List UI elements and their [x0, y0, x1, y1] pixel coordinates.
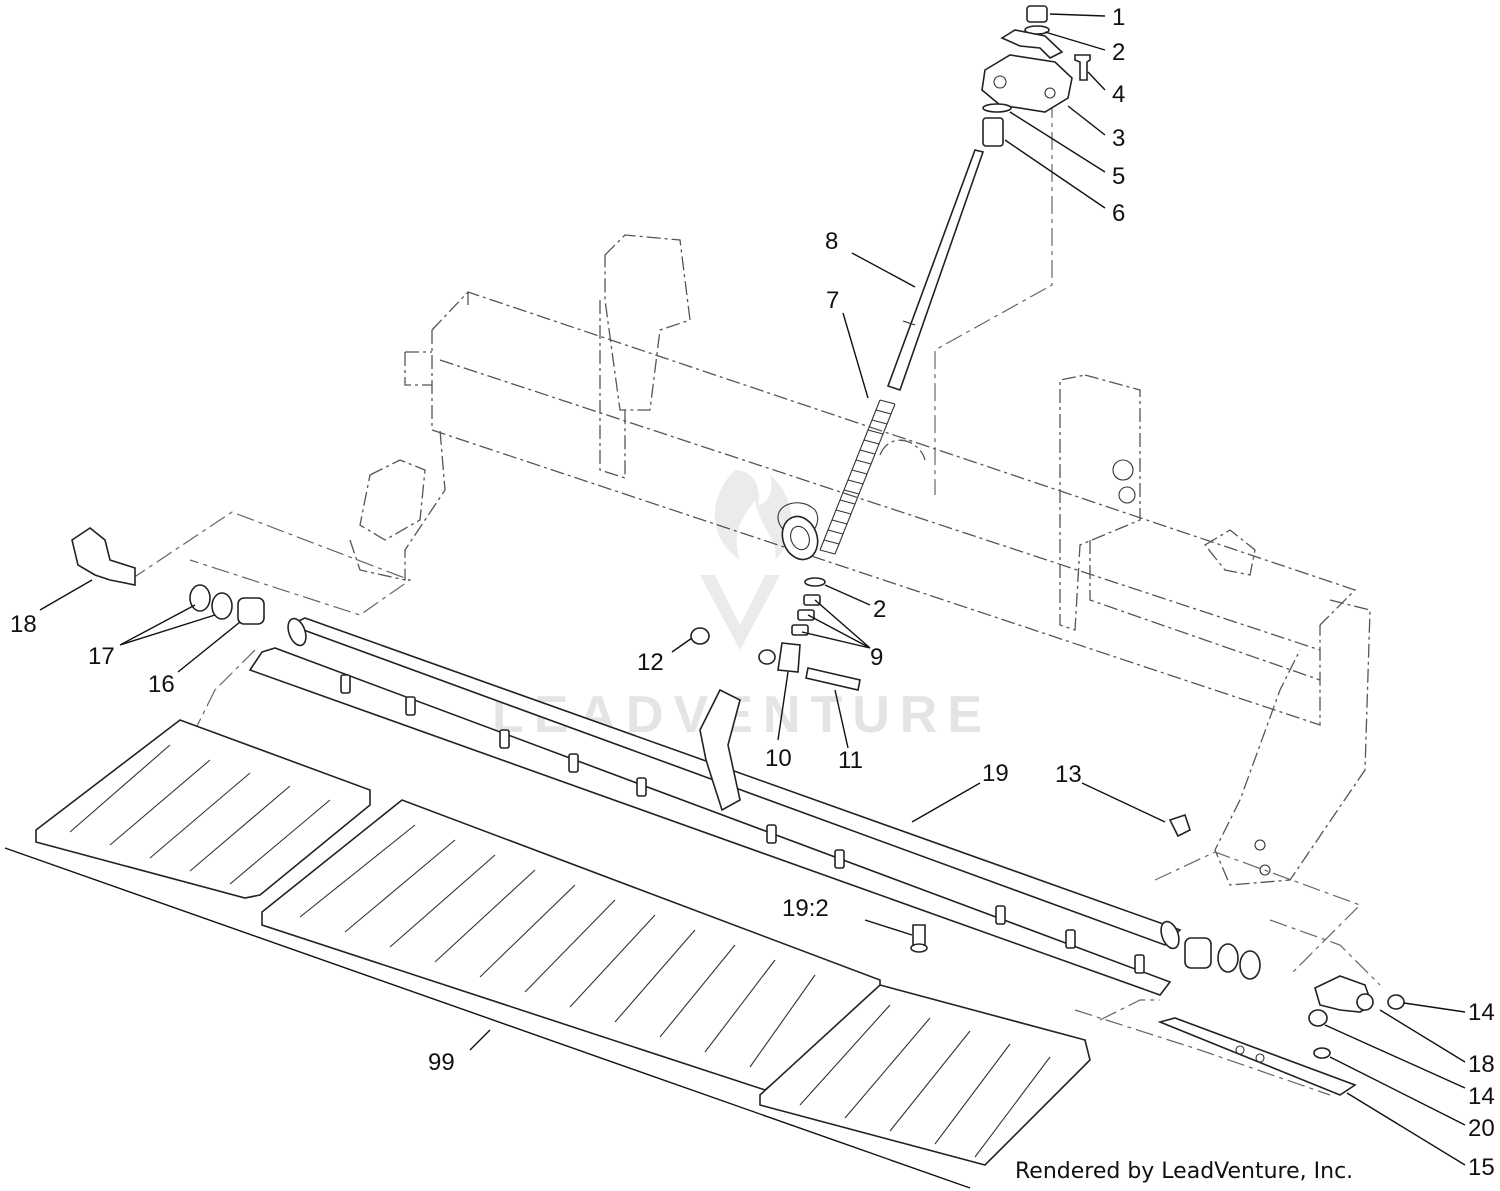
pin-bolt	[805, 667, 861, 691]
callout-5: 5	[1112, 163, 1125, 190]
callout-10: 10	[765, 745, 792, 772]
plate-hole	[1044, 87, 1056, 99]
assembly-lines	[129, 100, 1381, 1096]
bar-pins	[340, 674, 1145, 974]
callout-13: 13	[1055, 761, 1082, 788]
assembly-99-bracket	[4, 847, 971, 1189]
callout-3: 3	[1112, 125, 1125, 152]
callout-2: 2	[1112, 39, 1125, 66]
right-end-hardware	[910, 813, 1405, 1096]
bushing-right	[1184, 937, 1212, 969]
callout-9: 9	[870, 644, 883, 671]
callout-4: 4	[1112, 81, 1125, 108]
callout-1: 1	[1112, 4, 1125, 31]
callout-14-upper: 14	[1468, 999, 1495, 1026]
washer-left	[189, 584, 211, 612]
scraper-plate	[1157, 1017, 1357, 1096]
callout-99: 99	[428, 1049, 455, 1076]
washer-right	[1239, 950, 1261, 980]
plate-hole	[993, 75, 1007, 89]
callout-8: 8	[825, 228, 838, 255]
callout-14-lower: 14	[1468, 1083, 1495, 1110]
frame-hole	[1259, 864, 1271, 876]
mower-frame-phantom	[349, 234, 1371, 886]
callout-18-left: 18	[10, 611, 37, 638]
nut	[758, 649, 776, 665]
callout-16: 16	[148, 671, 175, 698]
callout-7: 7	[826, 287, 839, 314]
callout-17: 17	[88, 643, 115, 670]
callout-19: 19	[982, 760, 1009, 787]
left-end-hardware	[71, 527, 265, 625]
flame-logo-icon	[714, 470, 792, 560]
rake-section-right	[759, 984, 1091, 1166]
watermark: LEADVENTURE	[492, 470, 982, 744]
ring	[982, 103, 1012, 113]
washer-left	[211, 592, 233, 620]
bushing-left	[237, 597, 265, 625]
lever-handle	[1000, 29, 1064, 59]
callout-12: 12	[637, 649, 664, 676]
callout-11: 11	[838, 747, 863, 774]
callout-15: 15	[1468, 1154, 1495, 1181]
lower-washers	[690, 577, 861, 691]
callout-labels: 1 2 4 3 5 6 8 7 18 17 16 2 12 9 10 11 19…	[10, 4, 1495, 1181]
nut-12	[690, 627, 710, 645]
knob-cap	[1026, 5, 1048, 23]
callout-6: 6	[1112, 200, 1125, 227]
washer-right	[1217, 943, 1239, 973]
callout-2-lower: 2	[873, 596, 886, 623]
rocker-shaft	[287, 617, 1182, 950]
nut-14	[1387, 994, 1405, 1010]
nut-14b	[1308, 1009, 1328, 1027]
spacer	[982, 117, 1004, 147]
trunnion-block	[777, 642, 801, 673]
frame-hole	[1112, 459, 1134, 481]
callout-18-right: 18	[1468, 1051, 1495, 1078]
v-logo-icon	[700, 575, 780, 650]
bolt-13	[1168, 813, 1191, 838]
pivot-tube	[781, 515, 819, 561]
leader-lines	[39, 13, 1466, 1166]
frame-hole	[1118, 486, 1136, 504]
adjust-rod	[886, 149, 985, 392]
callout-19-2: 19:2	[782, 895, 829, 922]
compression-spring	[819, 399, 896, 555]
rake-section-left	[35, 719, 371, 899]
bolt	[1074, 54, 1091, 81]
washer-20	[1313, 1047, 1331, 1059]
tine-mounting-bar	[248, 647, 1172, 996]
tine-rake-sections	[35, 719, 1091, 1166]
bolt-19-2	[912, 924, 926, 946]
frame-hole	[1254, 839, 1266, 851]
callout-20: 20	[1468, 1115, 1495, 1142]
rendered-by-credit: Rendered by LeadVenture, Inc.	[1015, 1159, 1353, 1184]
height-adjust-bracket	[981, 5, 1091, 147]
pivot-bracket-left	[71, 527, 136, 586]
shaft-arm	[699, 688, 741, 812]
